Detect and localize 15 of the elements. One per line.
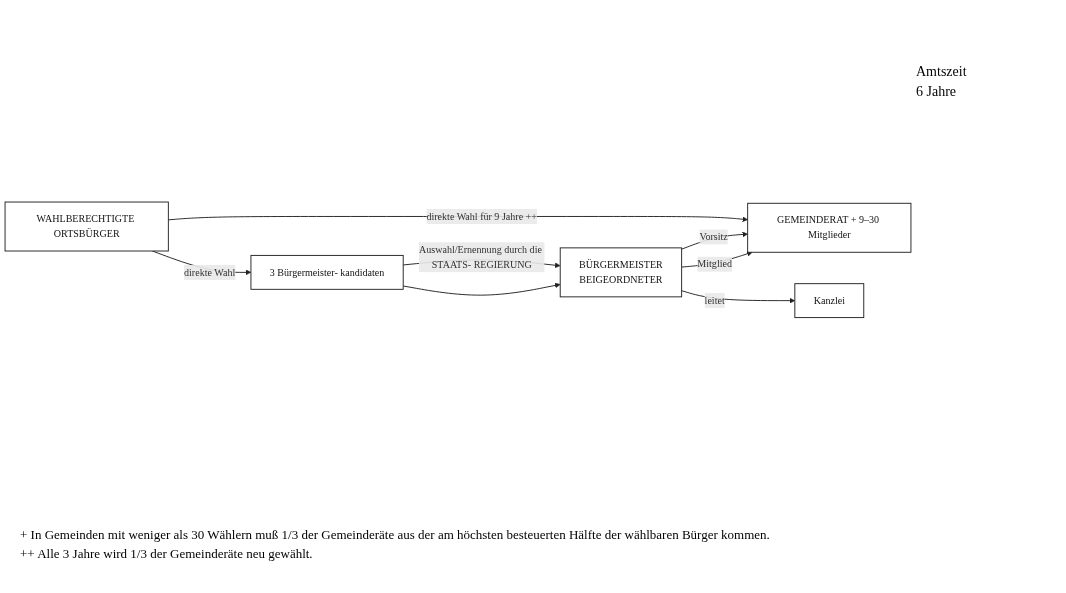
edge-label: direkte Wahl bbox=[184, 266, 236, 278]
node-box: Kanzlei bbox=[794, 283, 865, 319]
term-note: 6 Jahre bbox=[916, 84, 958, 100]
edge-label: Auswahl/Ernennung durch die STAATS- REGIERUNG bbox=[419, 244, 542, 271]
edge-label: Mitglied bbox=[697, 258, 732, 270]
edge-label: direkte Wahl für 9 Jahre ++ bbox=[426, 211, 537, 222]
node-box: GEMEINDERAT + 9–30 Mitglieder bbox=[747, 203, 912, 253]
footnote: + In Gemeinden mit weniger als 30 Wählern muß 1/3 der Gemeinderäte aus der am höchsten besteuerten Hälfte der wählbaren Bürger kommen. bbox=[20, 527, 771, 543]
node-box: WAHLBERECHTIGTE ORTSBÜRGER bbox=[4, 201, 169, 252]
node-box: BÜRGERMEISTER BEIGEORDNETER bbox=[559, 247, 683, 298]
term-note: Amtszeit bbox=[916, 64, 968, 80]
edge-label: leitet bbox=[704, 295, 725, 306]
edge-label: Vorsitz bbox=[699, 231, 728, 243]
node-box: 3 Bürgermeister- kandidaten bbox=[250, 255, 404, 290]
footnote: ++ Alle 3 Jahre wird 1/3 der Gemeinderäte neu gewählt. bbox=[20, 546, 314, 562]
